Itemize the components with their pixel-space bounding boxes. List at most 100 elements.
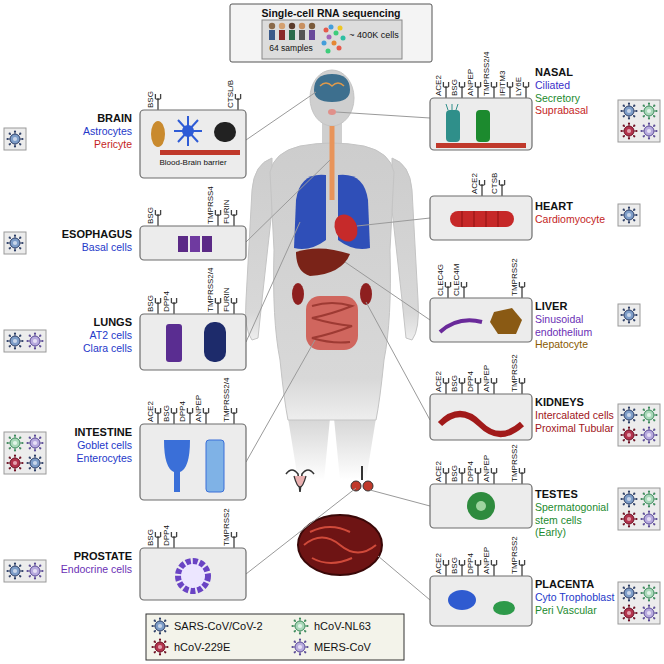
receptor-label: BSG (450, 79, 460, 96)
legend-label: MERS-CoV (314, 640, 371, 654)
legend-label: hCoV-229E (174, 640, 230, 654)
cell-art (151, 104, 526, 615)
organ-panel: LUNGSAT2 cellsClara cells BSG DPP4 TMPRSS2/… (50, 256, 248, 372)
organ-name: LIVER (535, 300, 615, 313)
sequencing-panel: Single-cell RNA sequencing64 samples~ 40… (230, 4, 432, 62)
cell-type: Spermatogonial stem cells (Early) (535, 501, 615, 539)
organ-name: PLACENTA (535, 578, 615, 591)
receptor-label: IFITM3 (498, 71, 508, 96)
receptor-label: DPP4 (178, 401, 188, 422)
receptor-label: BSG (450, 375, 460, 392)
receptor-label: TMPRSS4 (206, 186, 216, 224)
receptor-label: TMPRSS2 (510, 258, 520, 296)
organ-panel: PROSTATEEndocrine cellsBSGDPP4TMPRSS2 (50, 490, 248, 602)
organ-panel: BRAINAstrocytesPericyte BSG CTSL/B Blood-Br… (50, 52, 248, 180)
organ-name: ESOPHAGUS (52, 228, 132, 241)
virus-boxes (4, 100, 660, 624)
label-column: KIDNEYSIntercalated cellsProximal Tubula… (535, 396, 615, 434)
receptor-label: BSG (162, 405, 172, 422)
sequencing-panel (230, 4, 432, 62)
label-column: BRAINAstrocytesPericyte (52, 112, 132, 150)
cell-type: Goblet cells (52, 439, 132, 452)
cell-type: AT2 cells (52, 329, 132, 342)
legend-label: SARS-CoV/CoV-2 (174, 619, 263, 633)
receptor-label: ANPEP (194, 395, 204, 422)
organ-frames (140, 98, 532, 626)
cell-type: Secretory (535, 92, 615, 105)
label-column: NASALCiliatedSecretorySuprabasal (535, 66, 615, 117)
receptor-label: BSG (450, 557, 460, 574)
organ-panel: INTESTINEGoblet cellsEnterocytes ACE2 BSG D… (50, 366, 248, 502)
organ-panel: NASALCiliatedSecretorySuprabasal ACE2 BSG A… (428, 40, 620, 152)
label-column: LIVERSinusoidal endotheliumHepatocyte (535, 300, 615, 351)
receptor-label: LY6E (514, 77, 524, 96)
receptor-label: TMPRSS2 (510, 536, 520, 574)
label-column: ESOPHAGUSBasal cells (52, 228, 132, 254)
receptor-label: BSG (146, 295, 156, 312)
cell-type: Sinusoidal endothelium (535, 313, 615, 338)
receptor-label: TMPRSS2/4 (206, 268, 216, 312)
organ-panel: PLACENTACyto TrophoblastPeri VascularACE… (428, 518, 620, 628)
organ-name: LUNGS (52, 316, 132, 329)
receptor-label: DPP4 (162, 291, 172, 312)
organ-name: BRAIN (52, 112, 132, 125)
receptor-label: ACE2 (434, 461, 444, 482)
panel-title: Single-cell RNA sequencing (232, 7, 430, 19)
receptor-label: DPP4 (466, 461, 476, 482)
receptor-label: BSG (146, 91, 156, 108)
label-column: LUNGSAT2 cellsClara cells (52, 316, 132, 354)
label-column: TESTESSpermatogonial stem cells (Early) (535, 488, 615, 539)
receptor-label: ACE2 (434, 371, 444, 392)
receptor-label: CLEC4G (436, 264, 446, 296)
receptor-icons (155, 82, 528, 576)
organ-panel: ESOPHAGUSBasal cellsBSGTMPRSS4FURIN (50, 168, 248, 262)
cell-type: Astrocytes (52, 125, 132, 138)
cell-type: Intercalated cells (535, 409, 615, 422)
label-column: HEARTCardiomyocyte (535, 200, 615, 226)
receptor-label: ACE2 (434, 75, 444, 96)
organ-panel: HEARTCardiomyocyteACE2CTSB (428, 138, 620, 242)
human-silhouette (246, 70, 419, 480)
cell-type: Enterocytes (52, 452, 132, 465)
receptor-label: ANPEP (482, 547, 492, 574)
receptor-label: CTSL/B (226, 80, 236, 108)
receptor-label: DPP4 (466, 553, 476, 574)
receptor-label: TMPRSS2 (510, 444, 520, 482)
receptor-label: TMPRSS2/4 (482, 52, 492, 96)
legend-frame (146, 614, 404, 660)
cell-type: Pericyte (52, 138, 132, 151)
receptor-label: DPP4 (466, 371, 476, 392)
panel-caption: ~ 400K cells (348, 30, 400, 40)
inner-label: Blood-Brain barrier (146, 158, 240, 167)
organ-name: PROSTATE (52, 550, 132, 563)
organ-name: HEART (535, 200, 615, 213)
cell-type: Ciliated (535, 79, 615, 92)
organ-panel: TESTESSpermatogonial stem cells (Early) A… (428, 426, 620, 541)
label-column: PROSTATEEndocrine cells (52, 550, 132, 576)
cell-type: Cardiomyocyte (535, 213, 615, 226)
receptor-label: ACE2 (434, 553, 444, 574)
cell-type: Hepatocyte (535, 338, 615, 351)
receptor-label: CLEC4M (452, 264, 462, 296)
cell-type: Endocrine cells (52, 563, 132, 576)
organ-name: KIDNEYS (535, 396, 615, 409)
receptor-label: FURIN (222, 288, 232, 312)
receptor-label: TMPRSS2 (510, 354, 520, 392)
organs (286, 74, 382, 575)
organ-panel: LIVERSinusoidal endotheliumHepatocyte CLE… (428, 240, 620, 353)
cell-type: Suprabasal (535, 104, 615, 117)
leader-lines (246, 92, 430, 600)
receptor-label: BSG (450, 465, 460, 482)
cell-type: Clara cells (52, 342, 132, 355)
receptor-label: ANPEP (466, 69, 476, 96)
receptor-label: BSG (146, 207, 156, 224)
cell-type: Cyto Trophoblast (535, 591, 615, 604)
receptor-label: ANPEP (482, 365, 492, 392)
organ-name: INTESTINE (52, 426, 132, 439)
receptor-label: ACE2 (146, 401, 156, 422)
receptor-label: TMPRSS2/4 (222, 378, 232, 422)
organ-name: NASAL (535, 66, 615, 79)
receptor-label: TMPRSS2 (222, 508, 232, 546)
receptor-label: BSG (146, 529, 156, 546)
label-column: INTESTINEGoblet cellsEnterocytes (52, 426, 132, 464)
